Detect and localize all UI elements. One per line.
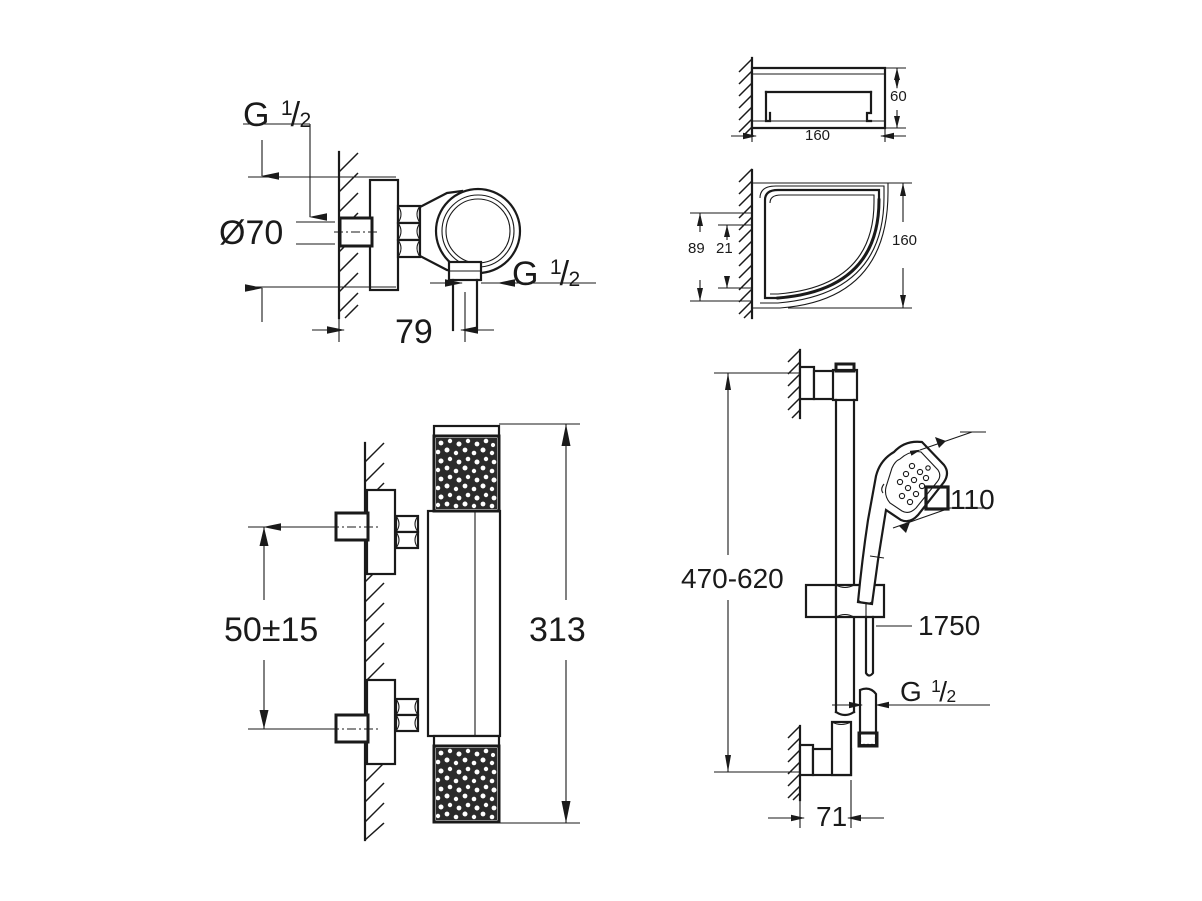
label-projection: 71	[816, 801, 848, 832]
mixer-lower-escutcheon	[365, 678, 397, 766]
dim-overall-length	[499, 423, 580, 824]
leader-spray-size	[892, 431, 986, 533]
dim-centre-distance	[248, 523, 334, 730]
shower-holder-knob	[804, 583, 838, 619]
label-rail-height-range: 470-620	[681, 563, 784, 594]
dim-shelf-offsets	[690, 212, 752, 302]
hose-connector-knurl-texture	[860, 734, 876, 745]
view-shelf-front-section	[731, 56, 906, 142]
dim-rail-height-range	[714, 372, 800, 773]
mixer-lower-hex-b-shade	[395, 714, 419, 732]
shower-holder-bottom-curve	[835, 613, 855, 618]
view-shower-rail-set	[714, 348, 990, 828]
shelf-plan-curve-shadow	[776, 198, 881, 300]
rail-lower-end-body	[830, 720, 853, 777]
dim-thread-top	[243, 123, 327, 221]
shelf-plan-body-inner	[769, 194, 875, 295]
dim-depth-79	[312, 292, 494, 342]
label-centre-distance: 50±15	[224, 611, 319, 649]
view-thermostatic-mixer	[248, 423, 580, 842]
handshower-button	[881, 483, 885, 494]
handshower-handle-line	[869, 555, 885, 559]
hose-connector-knurl	[857, 731, 879, 748]
label-shelf-height: 60	[890, 88, 907, 105]
label-hose-thread: G 1/2	[900, 675, 957, 707]
view-shelf-plan	[690, 168, 912, 320]
mixer-lower-hex-a-shade	[395, 698, 419, 716]
shelf-outline	[750, 66, 887, 130]
label-depth-79: 79	[395, 313, 433, 351]
label-diameter-70: Ø70	[219, 214, 284, 252]
slide-rail-bottom	[834, 710, 856, 717]
valve-escutcheon	[368, 178, 400, 292]
rail-upper-bracket-plate	[798, 365, 816, 401]
handle-upper-knurl-texture	[435, 438, 497, 509]
shower-holder-top-curve	[835, 584, 855, 589]
label-shelf-width: 160	[805, 127, 831, 144]
mixer-upper-escutcheon	[365, 488, 397, 576]
shelf-plan-outer-edge	[752, 182, 889, 309]
handle-lower-knurl	[432, 744, 501, 824]
label-shelf-depth: 160	[892, 232, 918, 249]
handshower-body	[856, 440, 949, 606]
label-shelf-inner-offset: 21	[716, 240, 733, 257]
rail-upper-end-cap	[834, 362, 856, 373]
label-shelf-outer-offset: 89	[688, 240, 705, 257]
rail-lower-end-top	[831, 721, 852, 726]
rail-lower-wall-hatching	[787, 725, 801, 801]
square-symbol	[924, 485, 950, 511]
dim-diameter-70	[245, 140, 396, 322]
mixer-body	[426, 509, 502, 738]
mixer-upper-hex-b-shade	[395, 531, 419, 549]
mixer-lower-hex-b	[394, 713, 420, 733]
dim-shelf-width-160	[731, 128, 906, 142]
rail-upper-wall-hatching	[787, 349, 801, 419]
label-thread-top: G 1/2	[243, 96, 312, 134]
dim-projection-71	[768, 780, 884, 828]
handshower-faceplate	[884, 451, 941, 514]
handshower-handle-base	[857, 599, 873, 605]
rail-lower-bracket-plate	[798, 743, 815, 777]
shelf-plan-body-outline2	[759, 185, 885, 304]
handshower-spray-nozzles	[896, 462, 931, 506]
handle-upper-knurl	[432, 434, 501, 513]
shelf-plan-wall-hatching	[738, 168, 753, 319]
dim-shelf-depth-160	[788, 182, 912, 309]
label-overall-length: 313	[529, 611, 586, 649]
label-hose-length: 1750	[918, 610, 981, 641]
label-thread-outlet: G 1/2	[512, 255, 581, 293]
valve-head-outer	[434, 187, 522, 275]
shelf-plan-body	[763, 188, 881, 300]
view-valve-side-elevation	[243, 123, 596, 342]
mixer-upper-hex-a-shade	[395, 515, 419, 533]
shelf-wall-hatching	[738, 58, 753, 136]
handle-lower-knurl-texture	[435, 748, 497, 820]
rail-upper-end-body	[831, 368, 859, 402]
shower-hose-upper	[864, 615, 875, 677]
label-spray-size: 110	[950, 484, 995, 515]
dim-shelf-height-60	[885, 67, 906, 129]
mixer-upper-hex-b	[394, 530, 420, 550]
